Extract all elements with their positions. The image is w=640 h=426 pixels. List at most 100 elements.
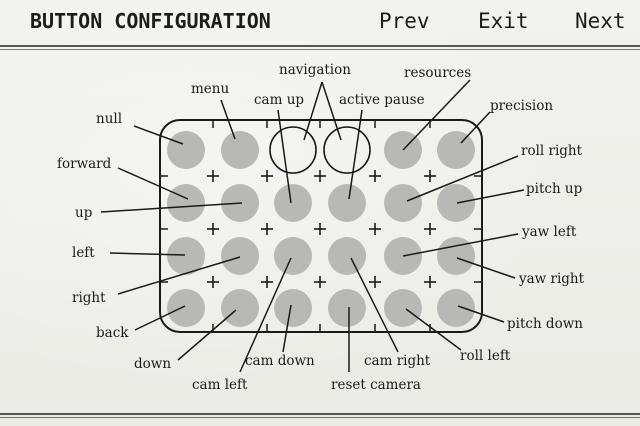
grid-button xyxy=(384,237,422,275)
header-bar: BUTTON CONFIGURATION Prev Exit Next xyxy=(0,0,640,44)
plus-mark xyxy=(369,223,381,235)
plus-mark xyxy=(314,223,326,235)
leader-yaw-right xyxy=(456,257,516,279)
leader-down xyxy=(177,309,237,361)
grid-button xyxy=(221,289,259,327)
grid-button xyxy=(167,237,205,275)
leader-cam-left xyxy=(239,257,292,373)
label-yaw-left: yaw left xyxy=(521,224,577,240)
grid-button xyxy=(328,237,366,275)
plus-mark xyxy=(424,276,436,288)
leader-pitch-down xyxy=(457,305,505,323)
label-cam-right: cam right xyxy=(364,353,431,369)
header-divider-thin xyxy=(0,49,640,50)
grid-button xyxy=(384,289,422,327)
leader-cam-up xyxy=(277,109,292,204)
label-up: up xyxy=(75,205,92,221)
plus-mark xyxy=(424,223,436,235)
grid-button xyxy=(274,289,312,327)
leader-roll-right xyxy=(406,155,519,202)
grid-button xyxy=(328,289,366,327)
label-cam-up: cam up xyxy=(254,92,304,108)
label-pitch-down: pitch down xyxy=(507,316,583,332)
leader-cam-down xyxy=(282,304,292,353)
label-menu: menu xyxy=(191,81,229,97)
plus-mark xyxy=(369,276,381,288)
function-labels: null menu navigation cam up active pause… xyxy=(57,62,585,393)
grid-button xyxy=(221,237,259,275)
button-grid xyxy=(167,126,475,327)
label-active-pause: active pause xyxy=(339,92,425,108)
leader-yaw-left xyxy=(402,233,519,257)
page-title: BUTTON CONFIGURATION xyxy=(30,9,271,33)
device-outline xyxy=(159,119,483,333)
label-roll-right: roll right xyxy=(521,143,583,159)
prev-button[interactable]: Prev xyxy=(379,9,430,33)
leader-forward xyxy=(117,167,189,200)
plus-mark xyxy=(314,276,326,288)
label-cam-down: cam down xyxy=(245,353,315,369)
grid-button xyxy=(167,184,205,222)
label-forward: forward xyxy=(57,156,112,172)
plus-mark xyxy=(261,276,273,288)
exit-button[interactable]: Exit xyxy=(478,9,529,33)
plus-mark xyxy=(207,170,219,182)
leader-resources xyxy=(402,79,471,151)
grid-button xyxy=(221,131,259,169)
label-left: left xyxy=(72,245,95,261)
plus-mark xyxy=(314,170,326,182)
leader-roll-left xyxy=(405,308,462,351)
plus-mark xyxy=(369,170,381,182)
header-divider xyxy=(0,45,640,47)
footer-divider-thin xyxy=(0,417,640,418)
plus-mark xyxy=(261,170,273,182)
leader-up xyxy=(100,202,243,213)
label-roll-left: roll left xyxy=(460,348,511,364)
plus-mark xyxy=(424,170,436,182)
leader-cam-right xyxy=(350,257,399,353)
leader-active-pause xyxy=(348,109,363,200)
grid-button xyxy=(167,131,205,169)
grid-ticks xyxy=(160,120,482,332)
leader-navigation-a xyxy=(303,81,323,141)
navigation-button-ring xyxy=(269,126,317,174)
leader-back xyxy=(134,305,186,331)
label-down: down xyxy=(134,356,171,372)
label-back: back xyxy=(96,325,129,341)
grid-button xyxy=(437,131,475,169)
leader-lines xyxy=(100,79,525,373)
label-yaw-right: yaw right xyxy=(518,271,585,287)
leader-null xyxy=(133,125,184,145)
label-resources: resources xyxy=(404,65,471,81)
label-null: null xyxy=(96,111,122,127)
grid-button xyxy=(437,237,475,275)
grid-button xyxy=(274,184,312,222)
grid-button xyxy=(167,289,205,327)
grid-button xyxy=(437,289,475,327)
grid-button xyxy=(328,184,366,222)
grid-button xyxy=(384,184,422,222)
label-navigation: navigation xyxy=(279,62,351,78)
label-right: right xyxy=(72,290,106,306)
grid-intersections xyxy=(207,170,436,288)
leader-right xyxy=(117,256,241,295)
label-precision: precision xyxy=(490,98,553,114)
plus-mark xyxy=(207,223,219,235)
label-pitch-up: pitch up xyxy=(526,181,582,197)
leader-navigation-b xyxy=(321,81,342,141)
grid-button xyxy=(274,237,312,275)
label-cam-left: cam left xyxy=(192,377,248,393)
plus-mark xyxy=(261,223,273,235)
label-reset-camera: reset camera xyxy=(331,377,421,393)
plus-mark xyxy=(207,276,219,288)
leader-precision xyxy=(460,111,491,144)
grid-button xyxy=(437,184,475,222)
next-button[interactable]: Next xyxy=(575,9,626,33)
leader-menu xyxy=(220,99,236,140)
leader-left xyxy=(109,252,186,256)
leader-pitch-up xyxy=(456,189,525,204)
navigation-button-ring xyxy=(323,126,371,174)
footer-divider xyxy=(0,413,640,415)
